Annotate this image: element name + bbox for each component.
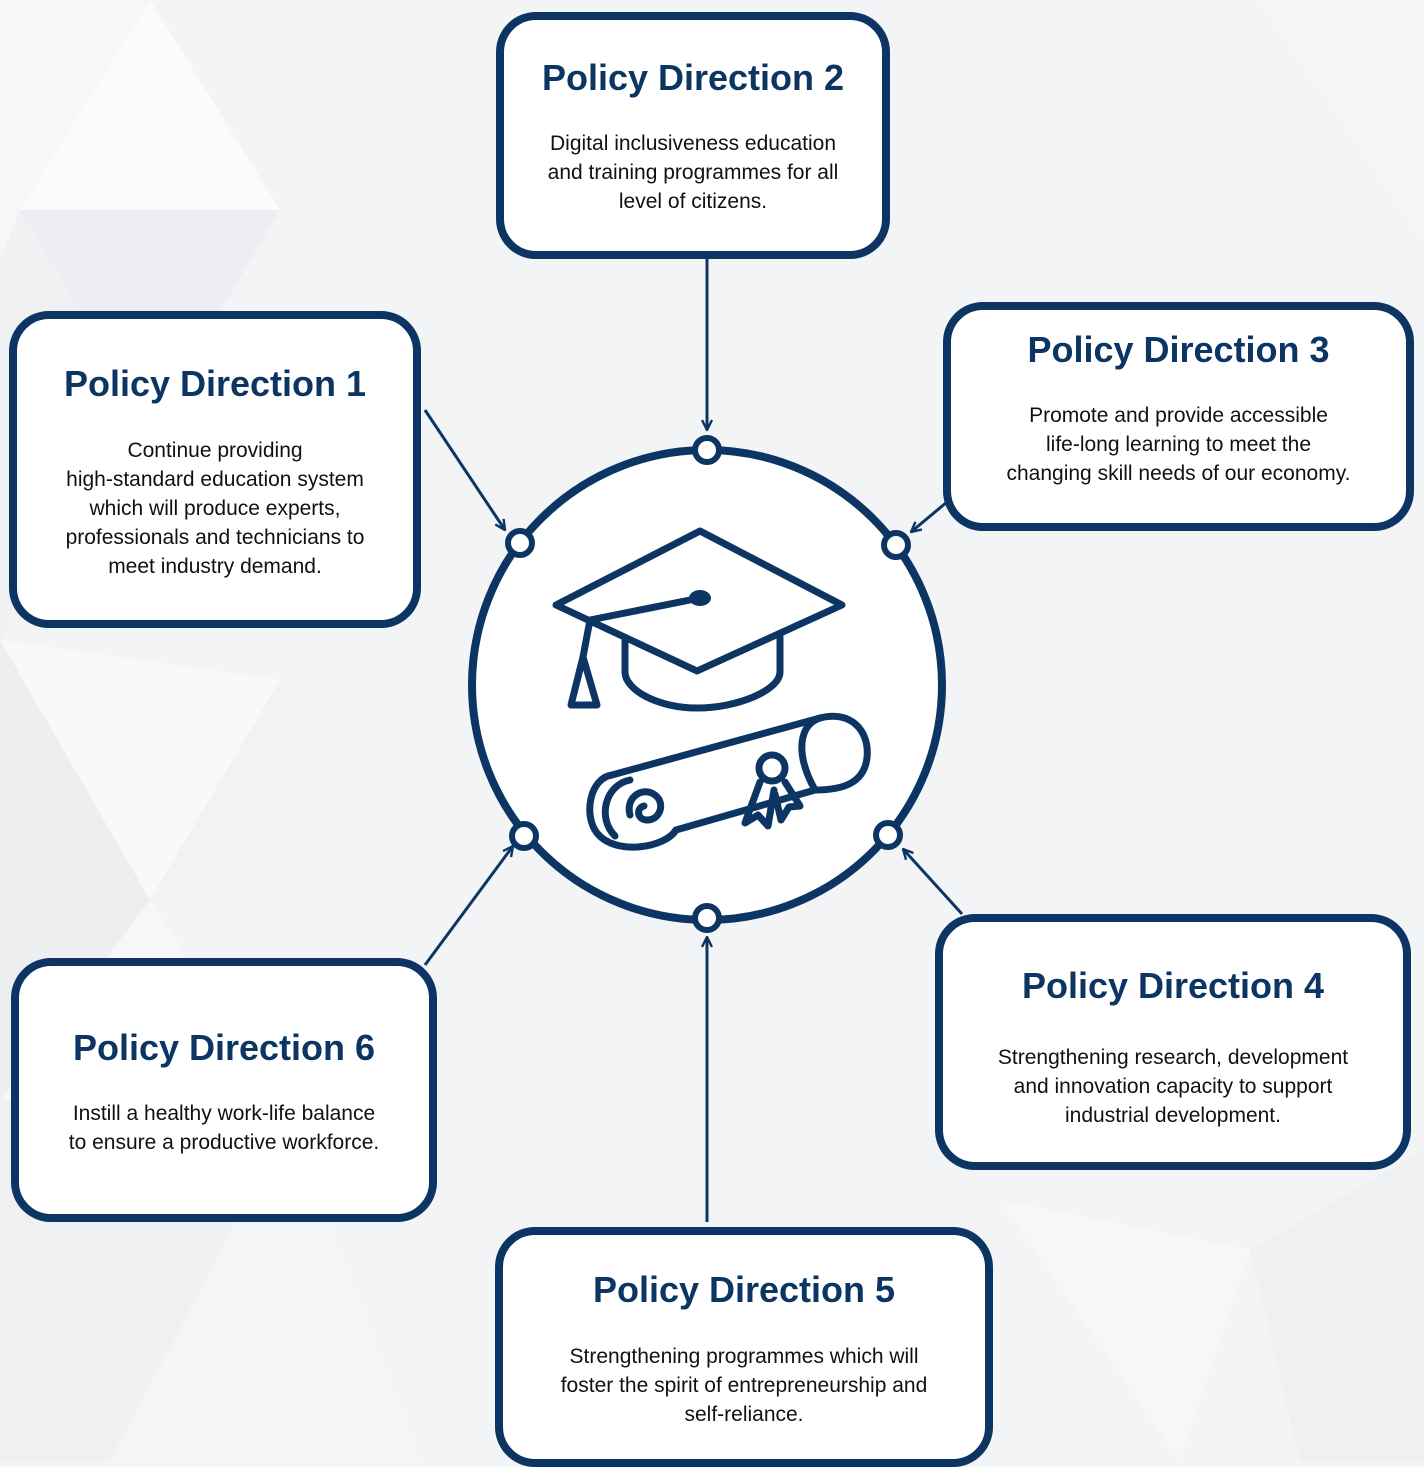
- policy-direction-description-2: Digital inclusiveness education and trai…: [547, 131, 839, 213]
- policy-direction-card-1: Policy Direction 1 Continue providing hi…: [9, 311, 421, 628]
- policy-direction-card-2: Policy Direction 2 Digital inclusiveness…: [496, 12, 890, 259]
- arrow-policy-4: [903, 849, 964, 916]
- policy-direction-description-6: Instill a healthy work-life balance to e…: [68, 1101, 380, 1154]
- policy-direction-description-5: Strengthening programmes which will fost…: [560, 1344, 928, 1426]
- policy-direction-title-2: Policy Direction 2: [541, 57, 845, 98]
- hub-node-lower-right: [873, 820, 903, 850]
- central-hub-circle: [468, 446, 946, 924]
- diploma-scroll-icon: [586, 712, 871, 851]
- policy-direction-description-4: Strengthening research, development and …: [997, 1045, 1349, 1127]
- arrow-policy-6: [423, 846, 513, 966]
- policy-direction-title-3: Policy Direction 3: [1027, 329, 1330, 370]
- hub-node-lower-left: [509, 821, 539, 851]
- policy-direction-description-3: Promote and provide accessible life-long…: [1006, 403, 1351, 485]
- policy-direction-card-6: Policy Direction 6 Instill a healthy wor…: [11, 958, 437, 1222]
- arrow-policy-3: [911, 500, 948, 532]
- arrow-policy-1: [423, 409, 505, 530]
- policy-direction-card-4: Policy Direction 4 Strengthening researc…: [935, 914, 1411, 1170]
- hub-node-top: [692, 435, 722, 465]
- hub-node-upper-left: [505, 528, 535, 558]
- graduation-cap-icon: [552, 527, 846, 712]
- policy-direction-title-4: Policy Direction 4: [1021, 965, 1325, 1006]
- policy-direction-description-1: Continue providing high-standard educati…: [65, 438, 365, 578]
- policy-direction-card-3: Policy Direction 3 Promote and provide a…: [943, 302, 1414, 531]
- hub-node-bottom: [692, 903, 722, 933]
- policy-direction-title-1: Policy Direction 1: [63, 363, 367, 404]
- policy-direction-card-5: Policy Direction 5 Strengthening program…: [495, 1227, 993, 1467]
- hub-node-upper-right: [881, 530, 911, 560]
- policy-direction-title-5: Policy Direction 5: [592, 1269, 896, 1310]
- policy-direction-title-6: Policy Direction 6: [72, 1027, 376, 1068]
